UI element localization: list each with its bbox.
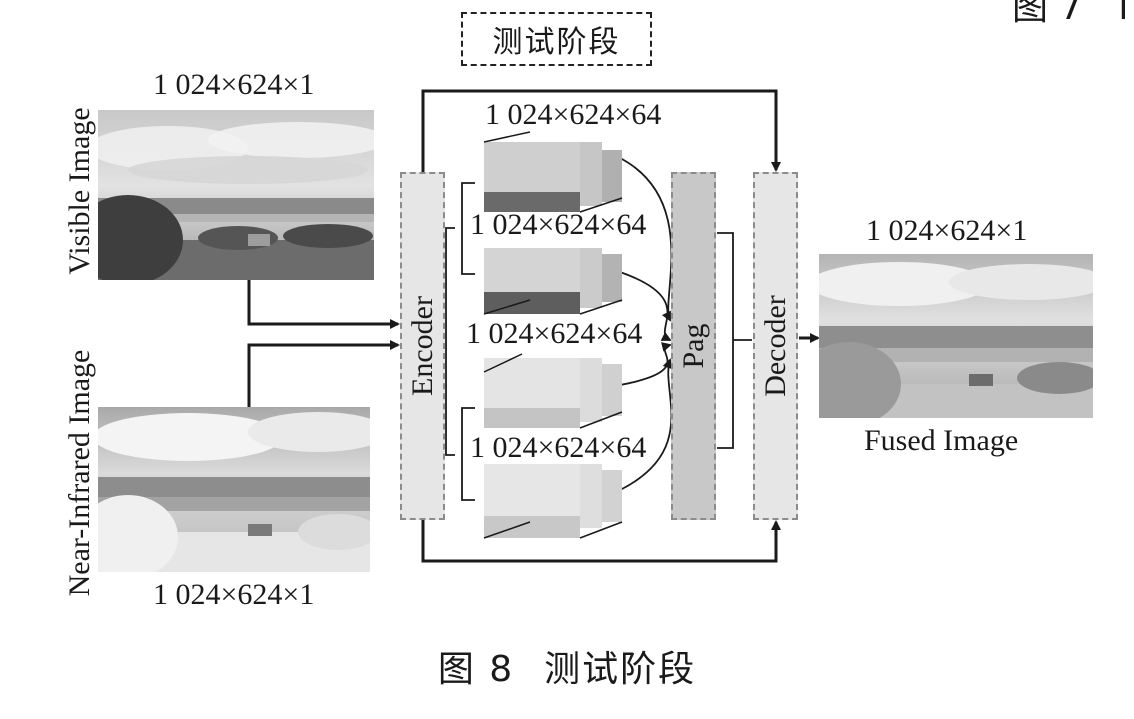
feature-dims-1: 1 024×624×64 xyxy=(485,98,662,131)
brace-upper-stem xyxy=(445,227,455,345)
visible-image-label: Visible Image xyxy=(63,107,96,275)
visible-image xyxy=(98,110,374,280)
nir-to-encoder-arrow xyxy=(247,340,400,407)
figure-title: 测试阶段 xyxy=(544,649,697,690)
figure-number: 图 8 xyxy=(437,649,515,690)
pag-block: Pag xyxy=(671,172,716,520)
output-dims: 1 024×624×1 xyxy=(866,214,1028,247)
feature-stack-2 xyxy=(483,248,623,315)
brace-lower xyxy=(461,407,475,501)
feature-dims-4: 1 024×624×64 xyxy=(470,431,647,464)
feature-curve-2 xyxy=(619,271,672,341)
nir-image-label: Near-Infrared Image xyxy=(63,349,96,597)
brace-lower-stem xyxy=(445,345,455,456)
visible-dims: 1 024×624×1 xyxy=(153,68,315,101)
fused-image-label: Fused Image xyxy=(864,424,1019,457)
pag-label: Pag xyxy=(676,323,710,369)
brace-upper xyxy=(461,182,475,275)
feature-stack-4 xyxy=(483,464,623,539)
feature-dims-3: 1 024×624×64 xyxy=(466,317,643,350)
stage-label: 测试阶段 xyxy=(461,12,652,66)
visible-to-encoder-arrow xyxy=(247,280,400,329)
feature-stack-3 xyxy=(483,353,623,429)
encoder-label: Encoder xyxy=(405,296,439,396)
nir-dims: 1 024×624×1 xyxy=(153,578,315,611)
encoder-block: Encoder xyxy=(400,172,445,520)
feature-stack-1 xyxy=(483,131,623,213)
feature-dims-2: 1 024×624×64 xyxy=(470,208,647,241)
feature-curve-3 xyxy=(619,342,672,386)
nir-image xyxy=(98,407,370,572)
fused-image xyxy=(819,254,1093,418)
decoder-block: Decoder xyxy=(753,172,798,520)
pag-decoder-bracket xyxy=(717,232,734,449)
clipped-caption-fragment: 图 7 i xyxy=(1012,0,1129,28)
bottom-skip-arrow xyxy=(421,520,781,563)
figure-caption: 图 8 测试阶段 xyxy=(0,640,1134,692)
top-skip-arrow xyxy=(421,89,781,172)
decoder-label: Decoder xyxy=(758,295,792,397)
